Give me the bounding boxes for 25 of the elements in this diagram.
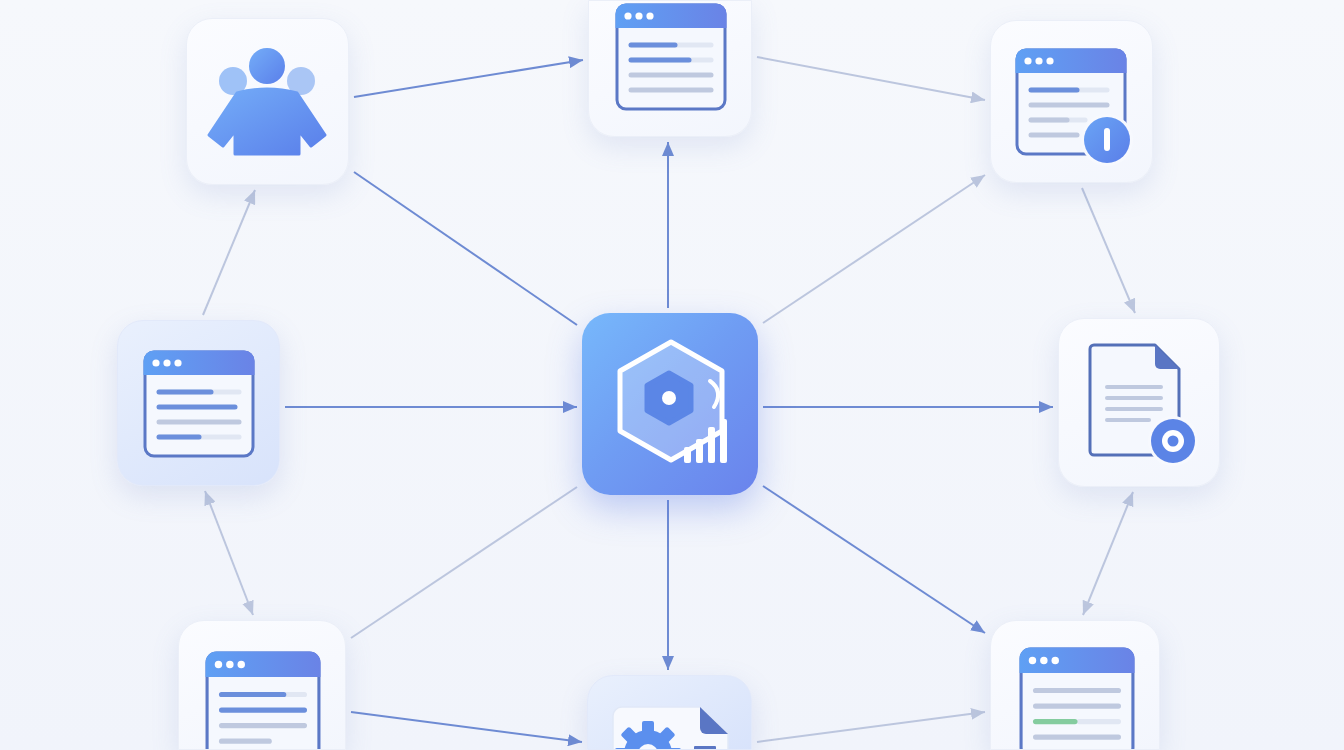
arrow — [284, 401, 578, 413]
arrow — [756, 707, 986, 743]
arrow — [202, 189, 256, 316]
icon-tile — [582, 313, 758, 495]
arrow — [662, 141, 674, 309]
icon-tile — [186, 18, 349, 185]
arrow — [1081, 187, 1136, 314]
arrow — [350, 711, 583, 747]
icon-tile — [117, 320, 280, 486]
arrow — [756, 56, 986, 104]
arrow — [353, 56, 584, 98]
icon-tile — [587, 675, 752, 750]
arrow — [762, 174, 986, 324]
icon-tile — [990, 620, 1160, 750]
connector-line — [353, 171, 578, 326]
arrow — [662, 499, 674, 671]
arrow — [762, 485, 986, 634]
double-arrow — [1082, 491, 1134, 616]
connector-line — [350, 486, 578, 639]
icon-tile — [588, 0, 752, 137]
icon-tile — [1058, 318, 1220, 487]
arrow — [762, 401, 1054, 413]
icon-tile — [178, 620, 346, 750]
double-arrow — [204, 490, 254, 616]
icon-tile — [990, 20, 1153, 183]
